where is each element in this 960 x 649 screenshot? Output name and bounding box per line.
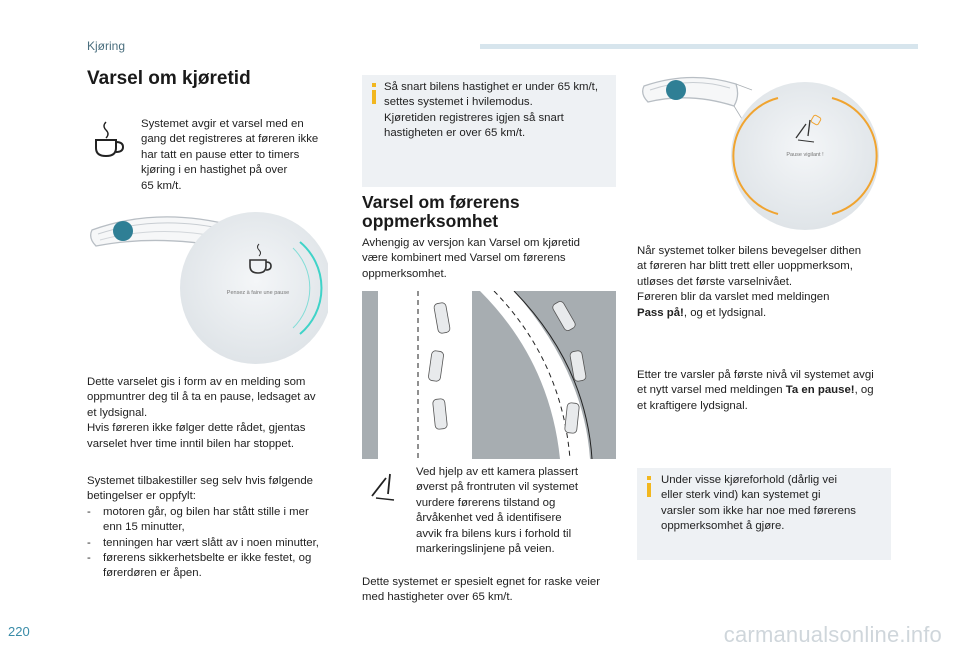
middle-paragraph-2: Dette systemet er spesielt egnet for ras… <box>362 576 601 604</box>
lane-camera-icon <box>368 468 398 504</box>
title-attention-warning: Varsel om førerens oppmerksomhet <box>362 192 520 231</box>
info-box-conditions: Under visse kjøreforhold (dårlig vei ell… <box>637 468 891 560</box>
instrument-cluster-illustration-2: Pause vigilant ! <box>640 72 880 232</box>
list-item: - motoren går, og bilen har stått stille… <box>87 505 309 534</box>
lane-drift-illustration <box>362 290 616 460</box>
display-message: Pause vigilant ! <box>786 152 824 158</box>
intro-text: Systemet avgir et varsel med en gang det… <box>141 118 319 192</box>
middle-paragraph-1: Avhengig av versjon kan Varsel om kjøret… <box>362 237 581 280</box>
left-paragraph-1: Dette varselet gis i form av en melding … <box>87 376 316 450</box>
camera-description: Ved hjelp av ett kamera plassert øverst … <box>416 466 579 556</box>
section-label: Kjøring <box>87 39 126 53</box>
list-item: - tenningen har vært slått av i noen min… <box>87 536 319 549</box>
title-driving-time-warning: Varsel om kjøretid <box>87 68 251 89</box>
display-message: Pensez à faire une pause <box>226 290 290 296</box>
coffee-cup-icon <box>92 120 126 160</box>
watermark: carmanualsonline.info <box>723 622 942 647</box>
page-number: 220 <box>8 624 30 639</box>
list-item: - førerens sikkerhetsbelte er ikke feste… <box>87 552 312 580</box>
right-paragraph-1: Når systemet tolker bilens bevegelser di… <box>637 245 862 319</box>
header-bar <box>480 44 918 49</box>
reset-conditions: Systemet tilbakestiller seg selv hvis fø… <box>87 474 343 582</box>
info-box-standby: Så snart bilens hastighet er under 65 km… <box>362 75 616 187</box>
info-icon <box>646 476 652 497</box>
info-icon <box>371 83 377 104</box>
instrument-cluster-illustration: Pensez à faire une pause <box>88 208 332 368</box>
right-paragraph-2: Etter tre varsler på første nivå vil sys… <box>637 369 874 412</box>
